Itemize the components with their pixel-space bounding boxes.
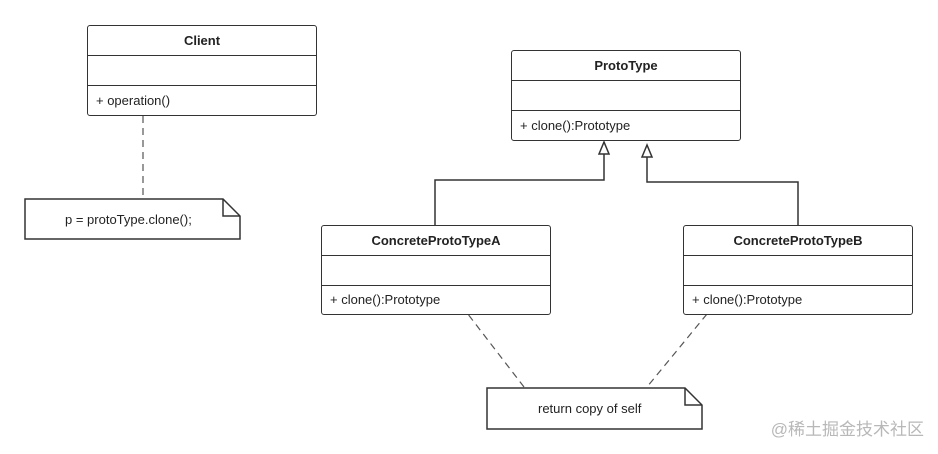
concrete-a-class-operation: + clone():Prototype [330,292,441,307]
client-class-attributes [88,56,316,86]
concrete-b-class-attributes [684,256,912,286]
watermark: @稀土掘金技术社区 [770,420,924,439]
return-note-fold [684,388,702,406]
concrete-b-class-name: ConcreteProtoTypeB [684,226,912,256]
client-class-name: Client [88,26,316,56]
concrete-b-note-link [646,313,708,388]
client-note-shape [24,198,241,240]
concrete-a-class-attributes [322,256,550,286]
client-class-operation: + operation() [96,92,171,108]
client-note-fold [222,199,240,217]
concrete-b-class-operation: + clone():Prototype [692,292,803,307]
concrete-a-class-name: ConcreteProtoTypeA [322,226,550,256]
prototype-class-attributes [512,81,740,111]
client-class[interactable]: Client + operation() [87,25,317,116]
inheritance-line-a [434,154,605,226]
prototype-class-name: ProtoType [512,51,740,81]
return-note-text: return copy of self [538,401,642,416]
return-note-shape [486,387,703,430]
prototype-class-operation: + clone():Prototype [520,117,631,133]
inheritance-line-b [646,157,799,226]
concrete-prototype-b-class[interactable]: ConcreteProtoTypeB + clone():Prototype [683,225,913,315]
inheritance-arrowhead-b [640,143,654,158]
inheritance-arrowhead-a [597,140,611,155]
concrete-prototype-a-class[interactable]: ConcreteProtoTypeA + clone():Prototype [321,225,551,315]
client-note-text: p = protoType.clone(); [65,212,192,227]
prototype-class[interactable]: ProtoType + clone():Prototype [511,50,741,141]
